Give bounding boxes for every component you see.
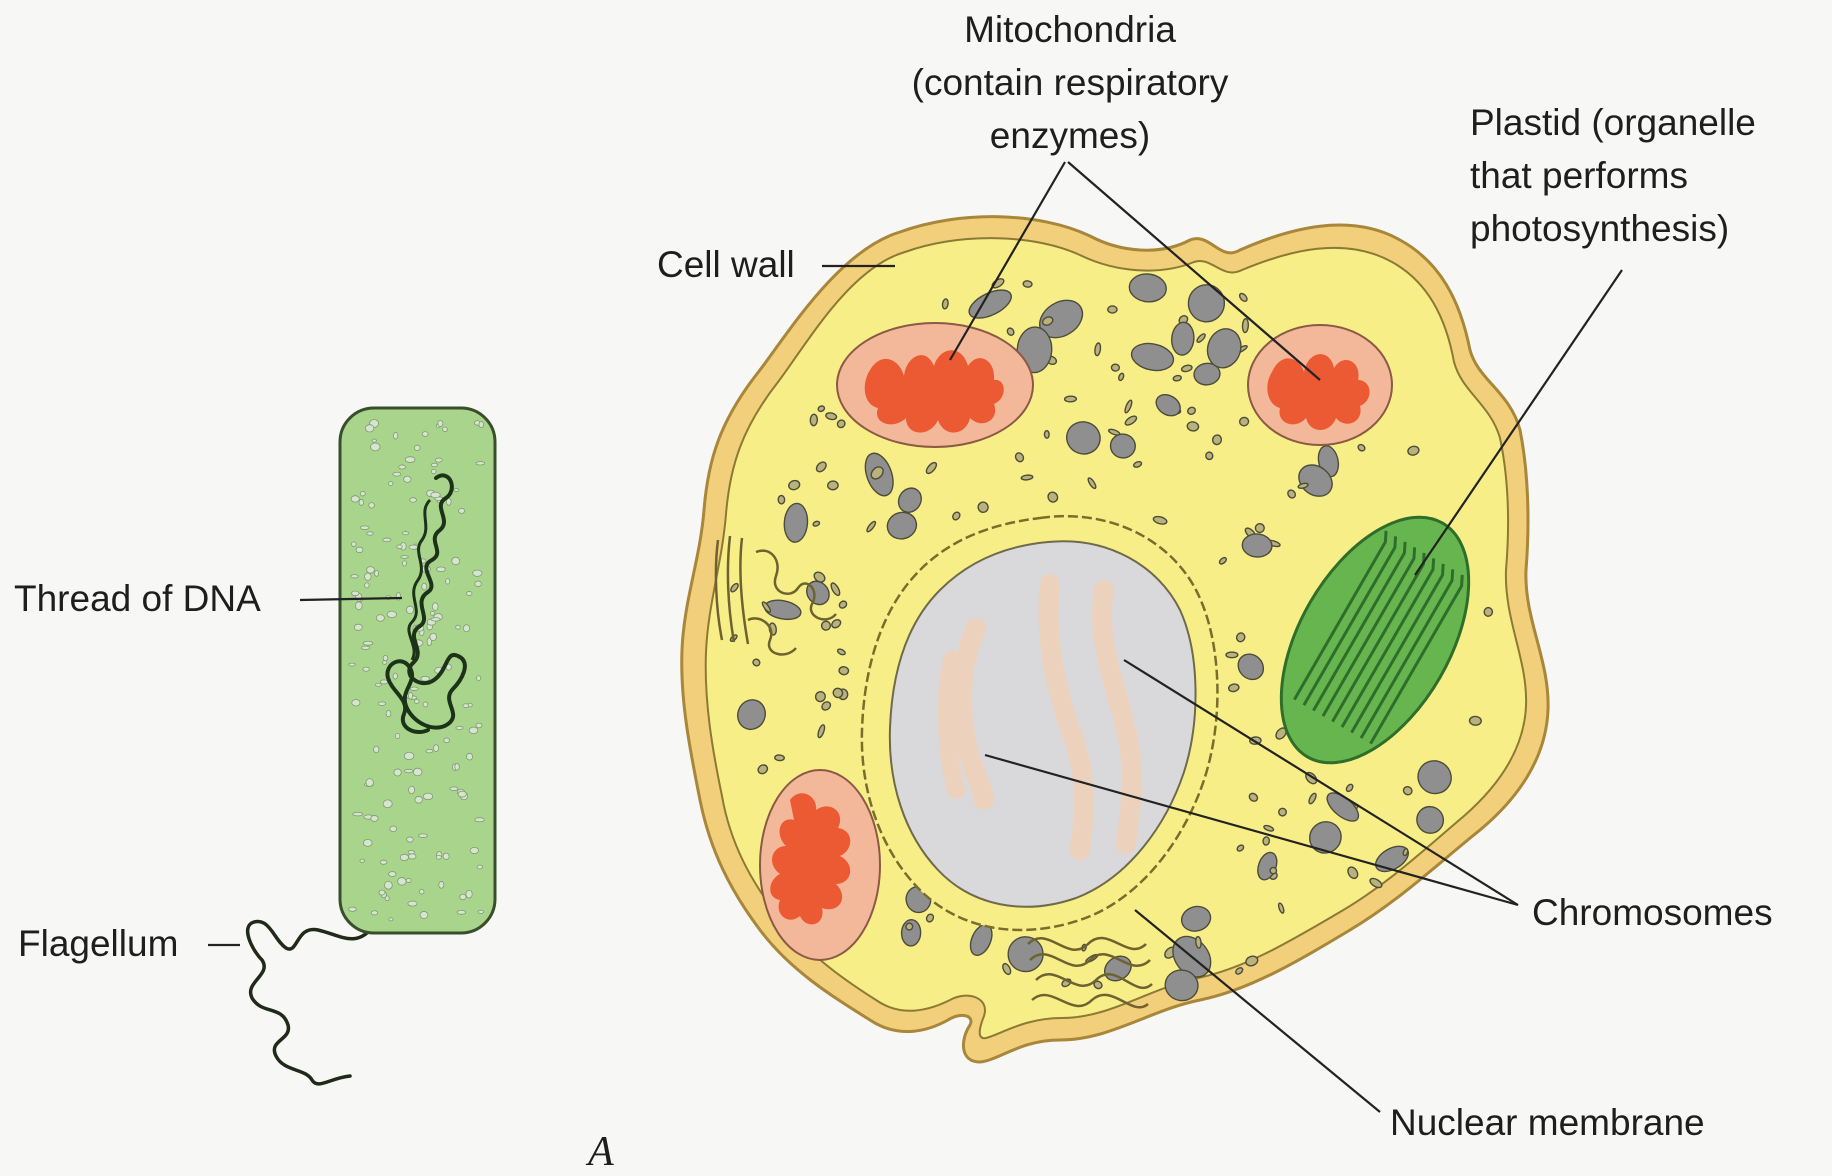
flagellum [248,922,372,1084]
label-plastid-line3: photosynthesis) [1470,202,1756,255]
label-plastid-line2: that performs [1470,149,1756,202]
label-mitochondria-line2: (contain respiratory [860,56,1280,109]
label-mitochondria-line3: enzymes) [860,109,1280,162]
label-chromosomes: Chromosomes [1532,886,1773,939]
label-flagellum: Flagellum [18,917,178,970]
label-mitochondria: Mitochondria (contain respiratory enzyme… [860,3,1280,162]
eukaryotic-cell [682,217,1548,1062]
chromosome-4 [947,660,956,790]
label-plastid: Plastid (organelle that performs photosy… [1470,96,1756,255]
label-mitochondria-line1: Mitochondria [860,3,1280,56]
mitochondrion-3 [760,770,880,960]
label-plastid-line1: Plastid (organelle [1470,96,1756,149]
label-nuclear-membrane: Nuclear membrane [1390,1096,1705,1149]
mitochondrion-2 [1248,325,1392,445]
bacterium [248,408,495,1084]
mitochondrion-1 [837,323,1033,447]
label-cell-wall: Cell wall [657,238,795,291]
label-thread-of-dna: Thread of DNA [14,572,261,625]
panel-letter: A [588,1128,614,1176]
